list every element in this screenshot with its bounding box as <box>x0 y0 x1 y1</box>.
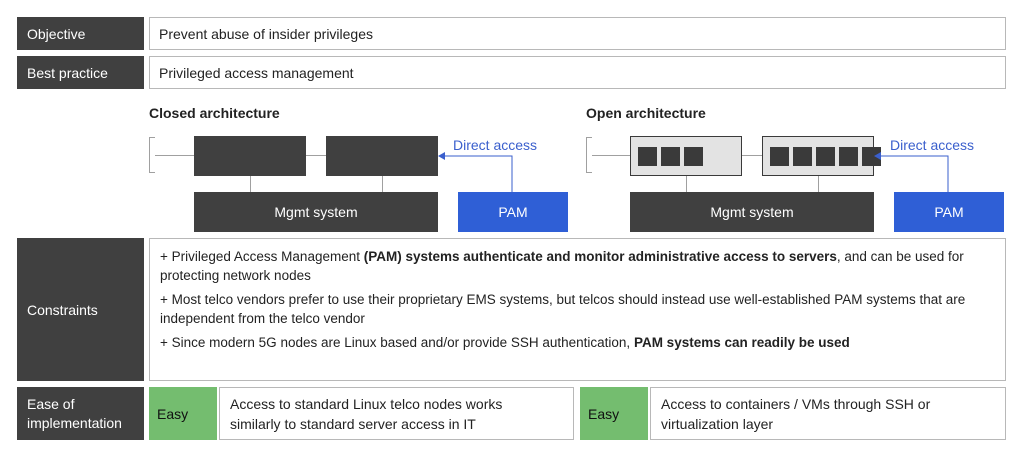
closed-bracket-bottom <box>149 172 155 173</box>
container-icon <box>862 146 881 166</box>
ease-closed-rating: Easy <box>149 387 217 440</box>
ease-label: Ease of implementation <box>17 387 144 440</box>
closed-network-line-b <box>306 155 326 156</box>
container-icon <box>684 146 703 166</box>
open-network-line-a <box>592 155 630 156</box>
closed-pam: PAM <box>458 192 568 232</box>
container-icon <box>661 146 680 166</box>
closed-node-1 <box>194 136 306 176</box>
open-node-containers-1 <box>630 136 742 176</box>
open-network-line-b <box>742 155 762 156</box>
open-bracket-bottom <box>586 172 592 173</box>
closed-bracket-top <box>149 137 155 138</box>
ease-closed-description: Access to standard Linux telco nodes wor… <box>219 387 574 440</box>
closed-node-2 <box>326 136 438 176</box>
ease-open-description: Access to containers / VMs through SSH o… <box>650 387 1006 440</box>
closed-network-line-a <box>155 155 195 156</box>
closed-mgmt-system: Mgmt system <box>194 192 438 232</box>
closed-bracket-left <box>149 137 150 173</box>
open-connector-2 <box>818 176 819 192</box>
open-direct-access-arrow <box>874 152 949 193</box>
closed-direct-access-arrow <box>438 152 513 193</box>
container-icon <box>793 146 812 166</box>
open-mgmt-system: Mgmt system <box>630 192 874 232</box>
open-architecture-title: Open architecture <box>586 105 706 121</box>
open-connector-1 <box>686 176 687 192</box>
open-node-containers-2 <box>762 136 881 176</box>
best-practice-value: Privileged access management <box>149 56 1006 89</box>
constraints-box: + Privileged Access Management (PAM) sys… <box>149 238 1006 381</box>
container-icon <box>638 146 657 166</box>
best-practice-label: Best practice <box>17 56 144 89</box>
constraint-bullet-3: + Since modern 5G nodes are Linux based … <box>160 335 850 350</box>
objective-label: Objective <box>17 17 144 50</box>
closed-architecture-title: Closed architecture <box>149 105 280 121</box>
container-icon <box>816 146 835 166</box>
open-bracket-top <box>586 137 592 138</box>
closed-connector-2 <box>382 176 383 192</box>
open-bracket-left <box>586 137 587 173</box>
container-icon <box>839 146 858 166</box>
ease-open-rating: Easy <box>580 387 648 440</box>
open-pam: PAM <box>894 192 1004 232</box>
constraint-bullet-1: + Privileged Access Management (PAM) sys… <box>160 249 964 283</box>
closed-connector-1 <box>250 176 251 192</box>
constraints-label: Constraints <box>17 238 144 381</box>
closed-direct-access-label: Direct access <box>453 137 538 153</box>
constraint-bullet-2: + Most telco vendors prefer to use their… <box>160 292 966 326</box>
open-direct-access-label: Direct access <box>890 137 975 153</box>
objective-value: Prevent abuse of insider privileges <box>149 17 1006 50</box>
container-icon <box>770 146 789 166</box>
